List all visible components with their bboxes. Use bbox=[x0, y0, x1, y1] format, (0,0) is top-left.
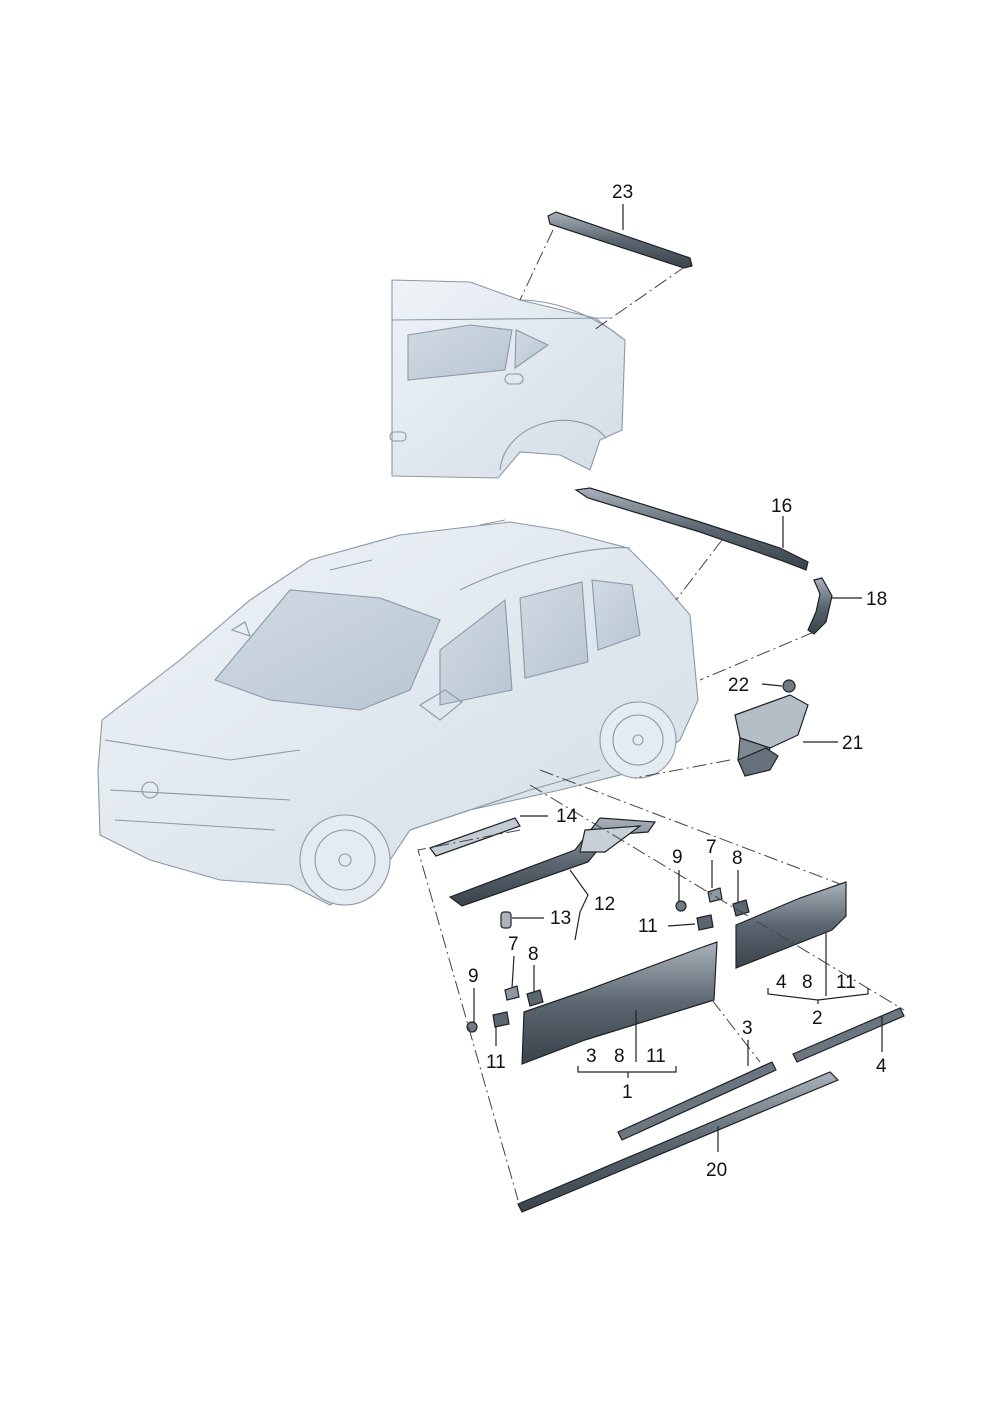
callout-16: 16 bbox=[771, 496, 792, 517]
callout-14: 14 bbox=[556, 806, 578, 827]
callout-11-front: 11 bbox=[486, 1052, 506, 1073]
fasteners-front bbox=[466, 985, 544, 1033]
part-21-bracket bbox=[734, 694, 809, 777]
callout-3-sub: 3 bbox=[586, 1046, 597, 1067]
callout-8-sub1: 8 bbox=[614, 1046, 625, 1067]
callout-20: 20 bbox=[706, 1160, 727, 1181]
part-2-rear-door-trim bbox=[735, 881, 847, 969]
part-13-clip bbox=[500, 911, 512, 929]
callout-11-sub1: 11 bbox=[646, 1046, 666, 1067]
part-16-roof-trim bbox=[574, 487, 809, 571]
callout-1: 1 bbox=[622, 1082, 633, 1103]
callout-12: 12 bbox=[594, 894, 615, 915]
callout-2: 2 bbox=[812, 1008, 823, 1029]
callout-22: 22 bbox=[728, 675, 749, 696]
callout-8-front: 8 bbox=[528, 944, 539, 965]
part-1-front-door-trim bbox=[521, 941, 718, 1065]
callout-11-rear: 11 bbox=[638, 916, 658, 937]
callout-labels: 23 16 18 22 21 14 12 13 9 7 8 11 9 7 8 1… bbox=[468, 182, 887, 1181]
callout-7-front: 7 bbox=[508, 934, 519, 955]
callout-13: 13 bbox=[550, 908, 571, 929]
part-18-end-cap bbox=[807, 577, 833, 635]
assembly-lines bbox=[417, 229, 905, 1201]
callout-8-rear: 8 bbox=[732, 848, 743, 869]
part-22-clip bbox=[782, 679, 796, 693]
car-body-icon bbox=[97, 519, 699, 906]
callout-7-rear: 7 bbox=[706, 837, 717, 858]
part-3-front-strip bbox=[617, 1061, 777, 1141]
callout-11-sub2: 11 bbox=[836, 972, 856, 993]
callout-9-rear: 9 bbox=[672, 847, 683, 868]
leader-lines bbox=[473, 204, 883, 1152]
callout-4: 4 bbox=[876, 1056, 887, 1077]
part-20-rocker-strip bbox=[517, 1071, 840, 1213]
part-4-rear-strip bbox=[792, 1007, 905, 1063]
callout-18: 18 bbox=[866, 589, 887, 610]
callout-9-front: 9 bbox=[468, 966, 479, 987]
rear-quarter-icon bbox=[389, 279, 626, 479]
callout-23: 23 bbox=[612, 182, 633, 203]
callout-4-sub: 4 bbox=[776, 972, 787, 993]
callout-21: 21 bbox=[842, 733, 863, 754]
callout-3: 3 bbox=[742, 1018, 753, 1039]
part-23-spoiler-strip bbox=[547, 211, 693, 269]
part-14-sill-strip bbox=[429, 817, 521, 857]
callout-8-sub2: 8 bbox=[802, 972, 813, 993]
